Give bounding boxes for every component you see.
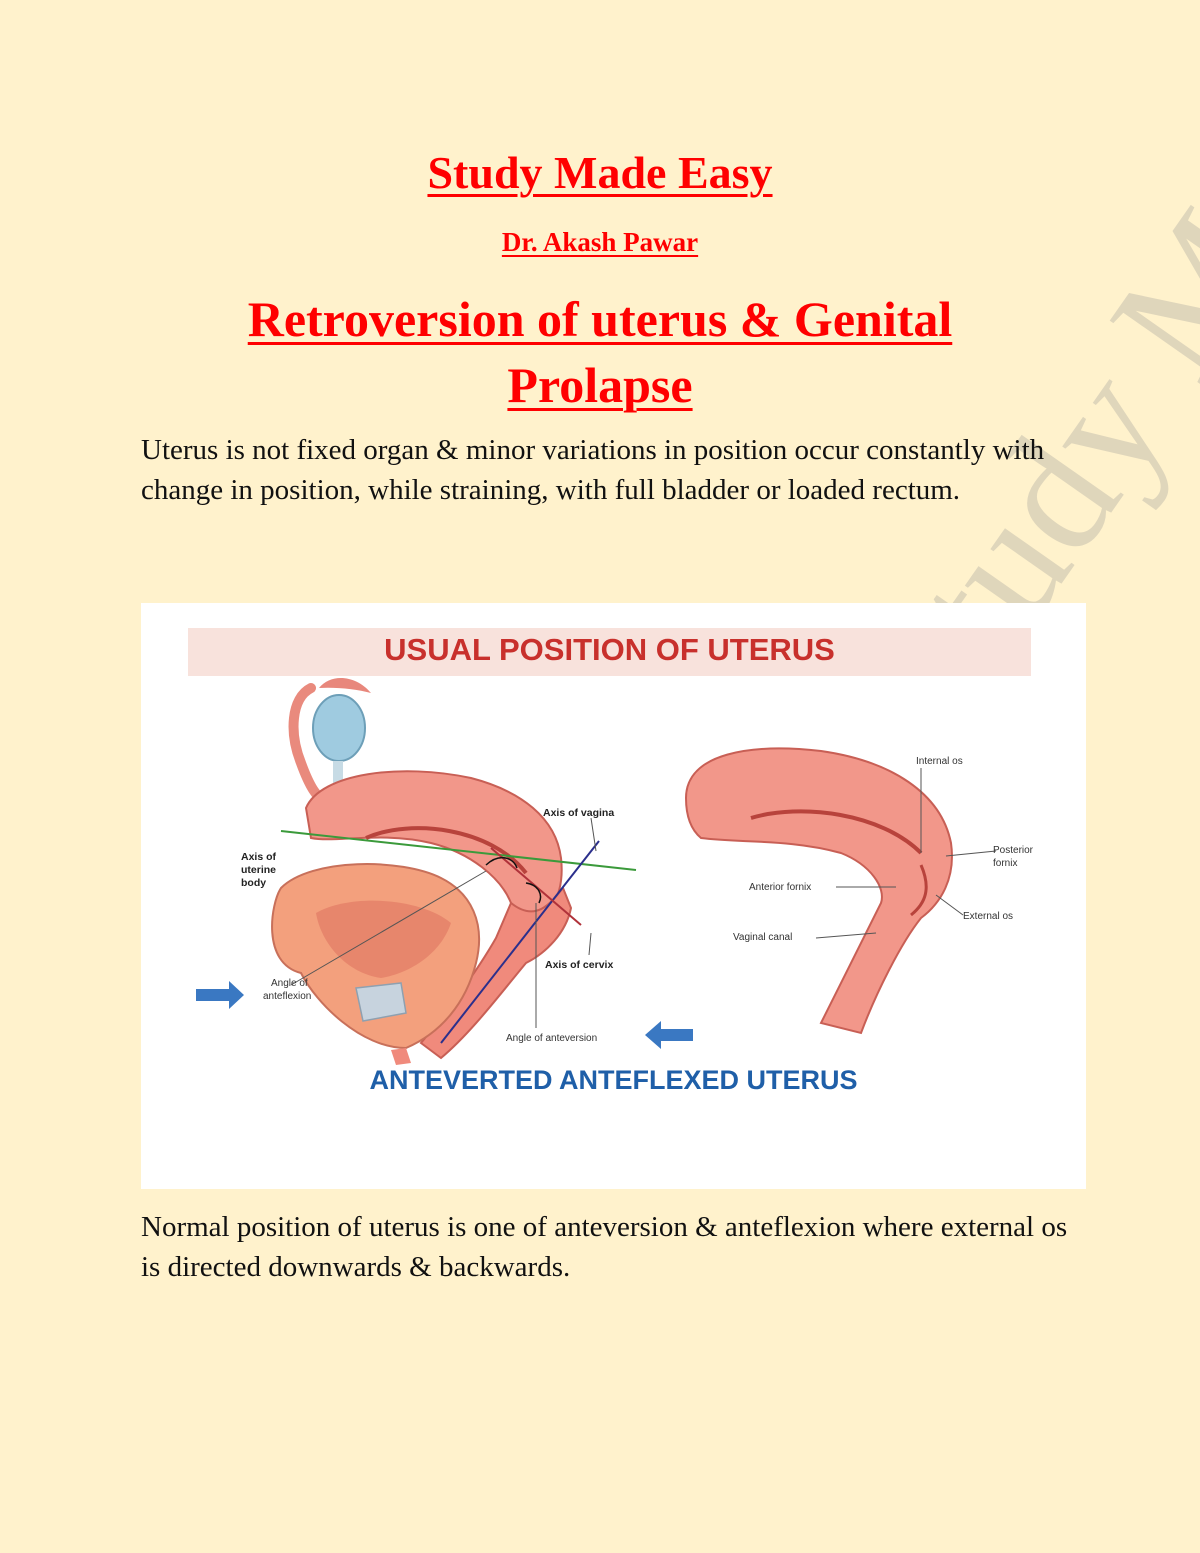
isolated-uterine-cavity (750, 809, 923, 855)
arrow-right-icon (196, 981, 244, 1009)
cervical-canal (910, 864, 928, 917)
figure-title: USUAL POSITION OF UTERUS (384, 632, 835, 667)
section-heading: Retroversion of uterus & Genital Prolaps… (247, 291, 953, 413)
label-axis-of-uterine-body-1: Axis of (241, 851, 277, 863)
pubic-bone (355, 982, 407, 1022)
left-sagittal-diagram: Axis of vagina Axis of uterine body Axis… (196, 677, 693, 1065)
label-angle-of-anteversion: Angle of anteversion (506, 1033, 597, 1044)
label-internal-os: Internal os (916, 756, 963, 767)
label-axis-of-cervix: Axis of cervix (545, 959, 613, 971)
fimbriae (319, 677, 371, 693)
leader-axis-vagina (590, 817, 597, 852)
document-title: Study Made Easy (427, 147, 773, 198)
ovarian-ligament (333, 761, 343, 789)
uterus-anatomy-illustration: Axis of vagina Axis of uterine body Axis… (196, 677, 1034, 1065)
uterus-position-figure: USUAL POSITION OF UTERUS (141, 603, 1086, 1189)
closing-paragraph: Normal position of uterus is one of ante… (141, 1211, 1068, 1283)
axis-uterine-body-line (280, 830, 637, 871)
right-uterus-diagram: Internal os Posterior fornix Anterior fo… (684, 747, 1034, 1035)
figure-caption: ANTEVERTED ANTEFLEXED UTERUS (369, 1065, 858, 1095)
arrow-left-icon (645, 1021, 693, 1049)
label-axis-of-uterine-body-2: uterine (241, 864, 276, 876)
leader-vaginal-canal (815, 932, 877, 939)
urethra (391, 1048, 411, 1065)
leader-posterior-fornix (945, 850, 997, 857)
anteversion-angle-arc (525, 882, 542, 904)
label-axis-of-uterine-body-3: body (241, 877, 266, 889)
uterine-cavity (365, 826, 528, 875)
label-posterior-fornix-2: fornix (993, 858, 1017, 869)
intro-paragraph: Uterus is not fixed organ & minor variat… (141, 434, 1045, 506)
isolated-uterus (684, 747, 953, 1035)
bladder-lumen (316, 900, 451, 978)
label-anterior-fornix: Anterior fornix (749, 882, 811, 893)
axis-vagina-line (440, 840, 600, 1044)
label-vaginal-canal: Vaginal canal (733, 932, 792, 943)
leader-anteflexion (290, 870, 487, 986)
leader-axis-cervix (588, 932, 592, 956)
anteflexion-angle-arc (485, 857, 518, 869)
label-posterior-fornix-1: Posterior (993, 845, 1034, 856)
label-external-os: External os (963, 911, 1013, 922)
leader-external-os (935, 894, 964, 916)
ovary (312, 694, 366, 762)
label-angle-of-anteflexion-1: Angle of (271, 978, 308, 989)
label-axis-of-vagina: Axis of vagina (543, 807, 614, 819)
label-angle-of-anteflexion-2: anteflexion (263, 991, 311, 1002)
figure-title-banner (188, 628, 1031, 676)
author-name: Dr. Akash Pawar (501, 227, 699, 257)
